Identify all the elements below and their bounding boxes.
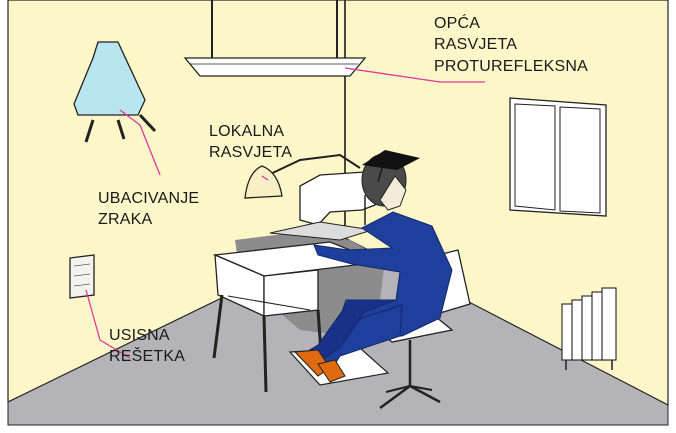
svg-text:PROTUREFLEKSNA: PROTUREFLEKSNA [434,58,588,75]
leader-general-lighting [344,67,485,83]
svg-text:RASVJETA: RASVJETA [434,36,517,53]
window [509,97,607,217]
svg-text:OPĆA: OPĆA [434,13,480,32]
graduation-cap-icon [362,150,420,170]
label-local-lighting: LOKALNA RASVJETA [209,123,292,161]
svg-text:REŠETKA: REŠETKA [109,346,185,365]
air-supply-diffuser-icon [73,41,157,143]
label-air-supply: UBACIVANJE ZRAKA [98,190,199,228]
svg-text:USISNA: USISNA [109,327,170,344]
local-lamp [244,153,361,199]
label-general-lighting: OPĆA RASVJETA PROTUREFLEKSNA [434,13,588,75]
leader-exhaust-grille [85,289,131,359]
radiator [561,287,617,370]
svg-text:LOKALNA: LOKALNA [209,123,284,140]
label-exhaust-grille: USISNA REŠETKA [109,327,185,365]
seated-worker [293,150,453,383]
leader-local-lighting [261,175,269,181]
leader-air-supply [119,109,161,176]
svg-text:ZRAKA: ZRAKA [98,211,152,228]
svg-text:RASVJETA: RASVJETA [209,144,292,161]
ceiling-light-fixture [183,0,367,77]
exhaust-grille [69,254,95,299]
svg-text:UBACIVANJE: UBACIVANJE [98,190,199,207]
